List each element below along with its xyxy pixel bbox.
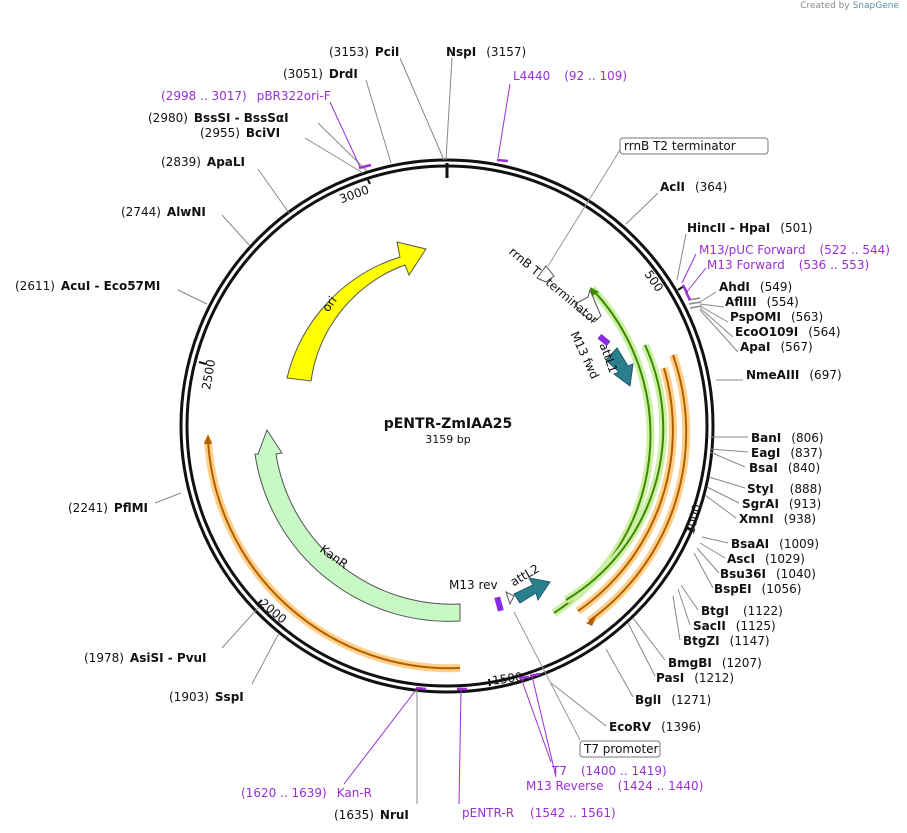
m13-fwd-feature: [597, 333, 611, 347]
orange-arc-right-outer-core: [588, 354, 688, 622]
tick-1500: 1500: [488, 670, 523, 688]
enzyme-sspi: (1903)SspI: [169, 690, 244, 704]
t7-promoter-box: [579, 740, 661, 758]
enzyme-bsai: BsaI(840): [749, 461, 820, 475]
m13-rev-label: M13 rev: [449, 578, 498, 592]
enzyme-sacii: SacII(1125): [693, 619, 776, 633]
primer-m13puc-forward: M13/pUC Forward(522 .. 544): [699, 243, 890, 257]
ori-feature: [286, 241, 427, 382]
orange-arc-left-core: [207, 439, 461, 670]
kanr-feature: [254, 428, 461, 622]
tick-2500: 2500: [198, 358, 218, 391]
enzyme-eagi: EagI(837): [751, 446, 823, 460]
tick-1000: 1000: [683, 503, 704, 536]
enzyme-ecoo109i: EcoO109I(564): [735, 325, 841, 339]
enzyme-pcii: (3153)PciI: [329, 45, 399, 59]
tick-label-2500: 2500: [199, 358, 218, 391]
m13-rev-small-feature: [505, 591, 515, 606]
primer-labels: L4440(92 .. 109) M13/pUC Forward(522 .. …: [161, 69, 890, 820]
enzyme-pspomi: PspOMI(563): [730, 310, 823, 324]
primer-m13-reverse: M13 Reverse(1424 .. 1440): [526, 779, 703, 793]
enzyme-styi: StyI(888): [747, 482, 822, 496]
m13-fwd-label: M13 fwd: [568, 329, 602, 381]
primer-m13-forward: M13 Forward(536 .. 553): [707, 258, 869, 272]
plasmid-size: 3159 bp: [425, 433, 470, 446]
enzyme-bsaai: BsaAI(1009): [731, 537, 819, 551]
enzyme-bsu36i: Bsu36I(1040): [720, 567, 816, 581]
enzyme-ahdi: AhdI(549): [719, 280, 792, 294]
leaders-left: [154, 57, 453, 804]
rrnb-t1-feature: [574, 288, 602, 323]
snapgene-logo: SnapGene: [852, 1, 899, 11]
primer-marks: [358, 158, 692, 691]
enzyme-labels-left: (3153)PciI NspI(3157) (3051)DrdI (2980)B…: [15, 45, 526, 822]
t7-promoter-label: T7 promoter: [583, 742, 659, 756]
enzyme-nrui: (1635)NruI: [334, 808, 409, 822]
green-arc-outer-head: [590, 287, 599, 296]
enzyme-drdi: (3051)DrdI: [283, 67, 358, 81]
enzyme-btgi: BtgI(1122): [701, 604, 783, 618]
orange-arc-right-inner-core: [577, 367, 674, 612]
attl2-feature: [513, 577, 551, 604]
tick-label-3000: 3000: [337, 183, 370, 207]
enzyme-xmni: XmnI(938): [739, 512, 816, 526]
rrnb-t2-feature: [536, 265, 555, 283]
primer-t7: T7(1400 .. 1419): [551, 764, 667, 778]
rrnb-t2-box: [619, 137, 769, 155]
enzyme-acli: AclI(364): [660, 180, 727, 194]
enzyme-ecorv: EcoRV(1396): [609, 720, 701, 734]
enzyme-bspei: BspEI(1056): [714, 582, 801, 596]
enzyme-labels-right: AclI(364) HincII - HpaI(501) AhdI(549) A…: [609, 180, 842, 734]
primer-pentr-r: pENTR-R(1542 .. 1561): [462, 806, 616, 820]
primer-leaders: [329, 83, 707, 805]
enzyme-pasi: PasI(1212): [656, 671, 734, 685]
enzyme-bgli: BglI(1271): [635, 693, 711, 707]
enzyme-sgrai: SgrAI(913): [742, 497, 821, 511]
t7-promoter-leader: [513, 611, 581, 741]
plasmid-name: pENTR-ZmIAA25: [384, 416, 513, 432]
primer-pbr322ori-f: (2998 .. 3017)pBR322ori-F: [161, 89, 331, 103]
enzyme-nmeaiii: NmeAIII(697): [746, 368, 842, 382]
attl1-feature: [605, 347, 634, 387]
m13-rev-feature: [494, 596, 504, 612]
tick-label-1000: 1000: [683, 503, 704, 536]
credit-prefix: Created by: [800, 1, 850, 11]
enzyme-pflmi: (2241)PflMI: [68, 501, 148, 515]
tick-label-1500: 1500: [491, 670, 523, 688]
snapgene-credit: Created by SnapGene: [800, 1, 899, 11]
enzyme-alwni: (2744)AlwNI: [121, 205, 206, 219]
backbone-outer: [179, 158, 715, 694]
enzyme-bcivi: (2955)BciVI: [200, 126, 280, 140]
enzyme-hincii-hpai: HincII - HpaI(501): [687, 221, 813, 235]
enzyme-bani: BanI(806): [751, 431, 824, 445]
enzyme-acui: (2611)AcuI - Eco57MI: [15, 279, 160, 293]
rrnb-t2-leader: [547, 149, 621, 267]
primer-kan-r: (1620 .. 1639)Kan-R: [241, 786, 372, 800]
enzyme-nspi: NspI(3157): [446, 45, 526, 59]
enzyme-apali: (2839)ApaLI: [161, 155, 245, 169]
orange-arc-right-outer-head: [586, 617, 596, 626]
enzyme-btgzi: BtgZI(1147): [683, 634, 770, 648]
green-arc-inner-core: [565, 344, 665, 601]
leaders-right: [550, 192, 749, 727]
primer-l4440: L4440(92 .. 109): [513, 69, 627, 83]
enzyme-apai: ApaI(567): [740, 340, 813, 354]
orange-arc-left-head: [204, 434, 212, 444]
enzyme-bsssi: (2980)BssSI - BssSαI: [148, 111, 289, 125]
enzyme-bmgbi: BmgBI(1207): [668, 656, 762, 670]
enzyme-asisi: (1978)AsiSI - PvuI: [84, 651, 207, 665]
rrnb-t2-label: rrnB T2 terminator: [624, 139, 736, 153]
enzyme-asci: AscI(1029): [727, 552, 805, 566]
enzyme-afliii: AflIII(554): [725, 295, 799, 309]
